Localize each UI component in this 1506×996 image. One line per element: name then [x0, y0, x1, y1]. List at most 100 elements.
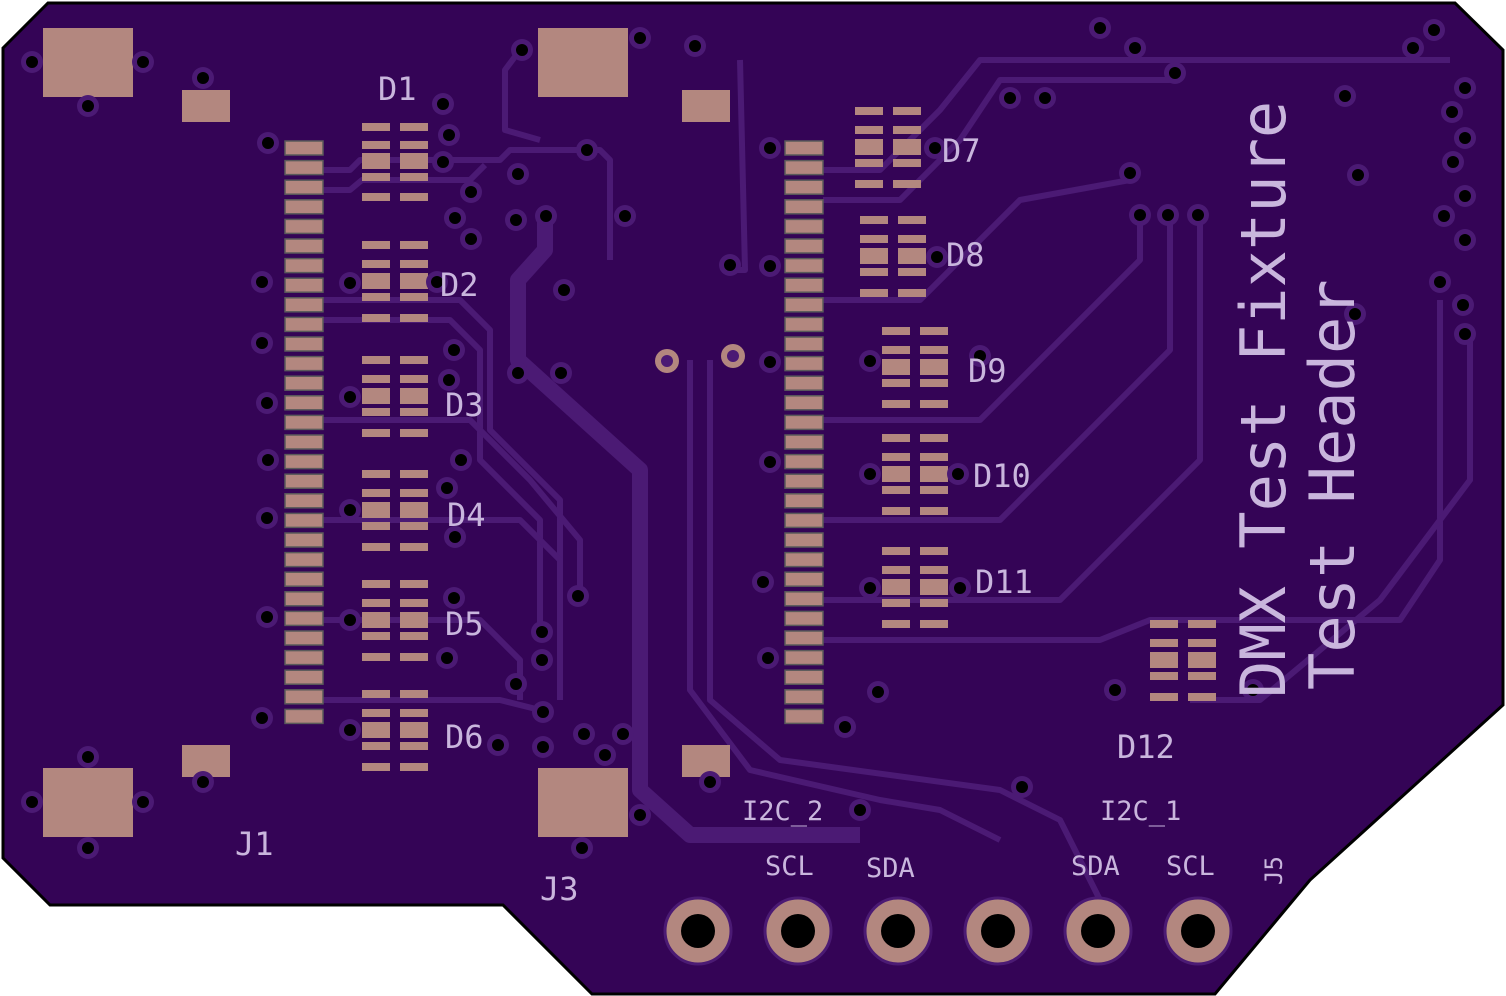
mounting-pad	[43, 28, 133, 97]
trace	[823, 215, 1143, 423]
via-drill	[437, 98, 449, 110]
diode-pad	[882, 507, 910, 515]
diode-pad	[1150, 652, 1178, 668]
via-drill	[1162, 209, 1174, 221]
via-drill	[954, 582, 966, 594]
diode-pad	[400, 241, 428, 249]
trace	[323, 697, 541, 713]
via-drill	[510, 214, 522, 226]
diode-pad	[882, 379, 910, 387]
through-holes	[655, 344, 1233, 966]
j3-pin	[784, 375, 824, 391]
diode-pad	[920, 453, 948, 461]
via-drill	[1094, 22, 1106, 34]
diode-pad	[855, 139, 883, 155]
via-drill	[26, 56, 38, 68]
j1-pin	[284, 297, 324, 313]
j3-pin	[784, 277, 824, 293]
diode-pad	[860, 235, 888, 243]
j3-pin	[784, 689, 824, 705]
j3-pin	[784, 297, 824, 313]
via-drill	[261, 512, 273, 524]
label-d2: D2	[440, 266, 479, 304]
diode-pad	[855, 107, 883, 115]
via-drill	[262, 137, 274, 149]
mounting-pad	[43, 768, 133, 837]
via-drill	[764, 260, 776, 272]
j1-pin	[284, 277, 324, 293]
diode-pad	[400, 193, 428, 201]
diode-pad	[882, 486, 910, 494]
via-drill	[344, 614, 356, 626]
diode-pad	[893, 159, 921, 167]
j3-pin	[784, 414, 824, 431]
diode-pad	[855, 126, 883, 134]
via-drill	[1459, 234, 1471, 246]
via-drill	[449, 531, 461, 543]
via-drill	[1134, 209, 1146, 221]
diode-pad	[400, 314, 428, 322]
diode-pad	[920, 346, 948, 354]
trace	[1190, 330, 1473, 703]
via-drill	[764, 356, 776, 368]
j3-pin	[784, 316, 824, 333]
via-drill	[931, 251, 943, 263]
diode-pad	[362, 690, 390, 698]
via-drill	[449, 212, 461, 224]
via-drill	[197, 776, 209, 788]
diode-pad	[400, 408, 428, 416]
j1-pin	[284, 453, 324, 470]
diode-pad	[920, 566, 948, 574]
diode-pad	[362, 388, 390, 404]
via-drill	[558, 284, 570, 296]
via-drill	[1247, 684, 1259, 696]
via-drill	[617, 728, 629, 740]
j3-pin	[784, 708, 824, 725]
diode-pad	[920, 379, 948, 387]
j3-pin	[784, 218, 824, 235]
diode-pad	[855, 180, 883, 188]
via-drill	[1447, 156, 1459, 168]
diode-pad	[362, 241, 390, 249]
j3-pin	[784, 630, 824, 646]
vias	[21, 17, 1476, 859]
label-scl-2: SCL	[765, 851, 814, 882]
label-d6: D6	[445, 718, 484, 756]
via-drill	[262, 454, 274, 466]
via-drill	[578, 728, 590, 740]
via-drill	[261, 611, 273, 623]
diode-pad	[362, 314, 390, 322]
via-drill	[26, 796, 38, 808]
diode-pad	[860, 268, 888, 276]
via-drill	[1039, 92, 1051, 104]
label-i2c2: I2C_2	[742, 796, 823, 827]
label-scl-1: SCL	[1166, 851, 1215, 882]
via-drill	[1459, 82, 1471, 94]
diode-pad	[882, 620, 910, 628]
trace	[823, 57, 1450, 173]
diode-pad	[920, 327, 948, 335]
diode-pad	[362, 153, 390, 169]
j3-pin	[784, 532, 824, 548]
diode-pad	[400, 632, 428, 640]
via-drill	[576, 842, 588, 854]
diode-pad	[882, 434, 910, 442]
diode-pad	[400, 273, 428, 289]
diode-pad	[920, 599, 948, 607]
via-drill	[1129, 42, 1141, 54]
diode-pad	[920, 507, 948, 515]
test-point-drill	[661, 355, 673, 367]
diode-pad	[362, 273, 390, 289]
via-drill	[82, 842, 94, 854]
via-drill	[872, 686, 884, 698]
diode-pad	[882, 566, 910, 574]
diode-pad	[920, 579, 948, 595]
via-drill	[1446, 106, 1458, 118]
j1-pin	[284, 336, 324, 352]
diode-pad	[882, 599, 910, 607]
via-drill	[619, 210, 631, 222]
diode-pad	[400, 742, 428, 750]
trace	[323, 147, 613, 260]
diode-pad	[920, 400, 948, 408]
via-drill	[1124, 167, 1136, 179]
